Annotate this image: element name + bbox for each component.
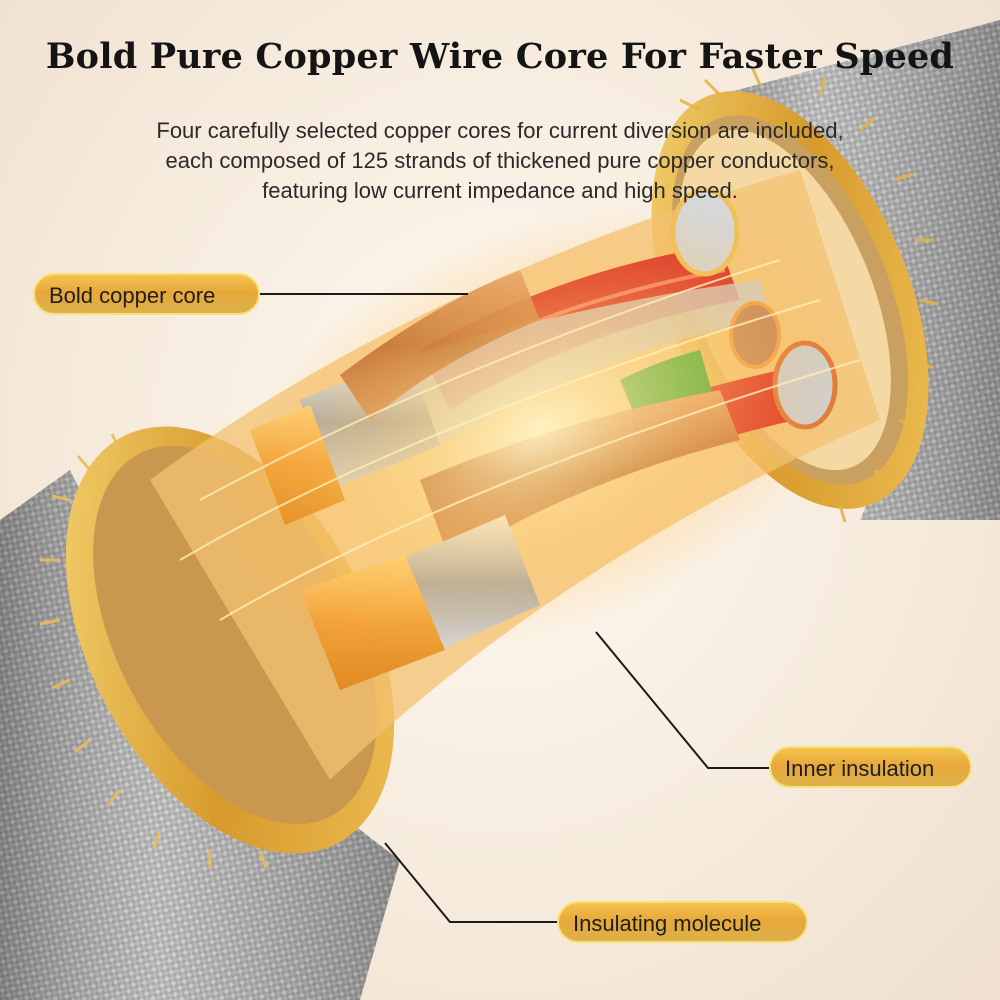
callout-bold-copper-core: Bold copper core xyxy=(33,273,260,315)
page-title: Bold Pure Copper Wire Core For Faster Sp… xyxy=(45,36,955,77)
callout-insulating-molecule: Insulating molecule xyxy=(557,901,808,943)
description: Four carefully selected copper cores for… xyxy=(60,116,940,206)
leader-line-inner-insulation xyxy=(595,631,769,769)
description-line-2: each composed of 125 strands of thickene… xyxy=(165,148,835,173)
energy-streaks xyxy=(179,259,861,621)
leader-line-insulating-molecule xyxy=(384,842,557,923)
energy-glow xyxy=(224,207,856,653)
description-line-3: featuring low current impedance and high… xyxy=(262,178,738,203)
description-line-1: Four carefully selected copper cores for… xyxy=(156,118,844,143)
callout-inner-insulation: Inner insulation xyxy=(769,746,972,788)
